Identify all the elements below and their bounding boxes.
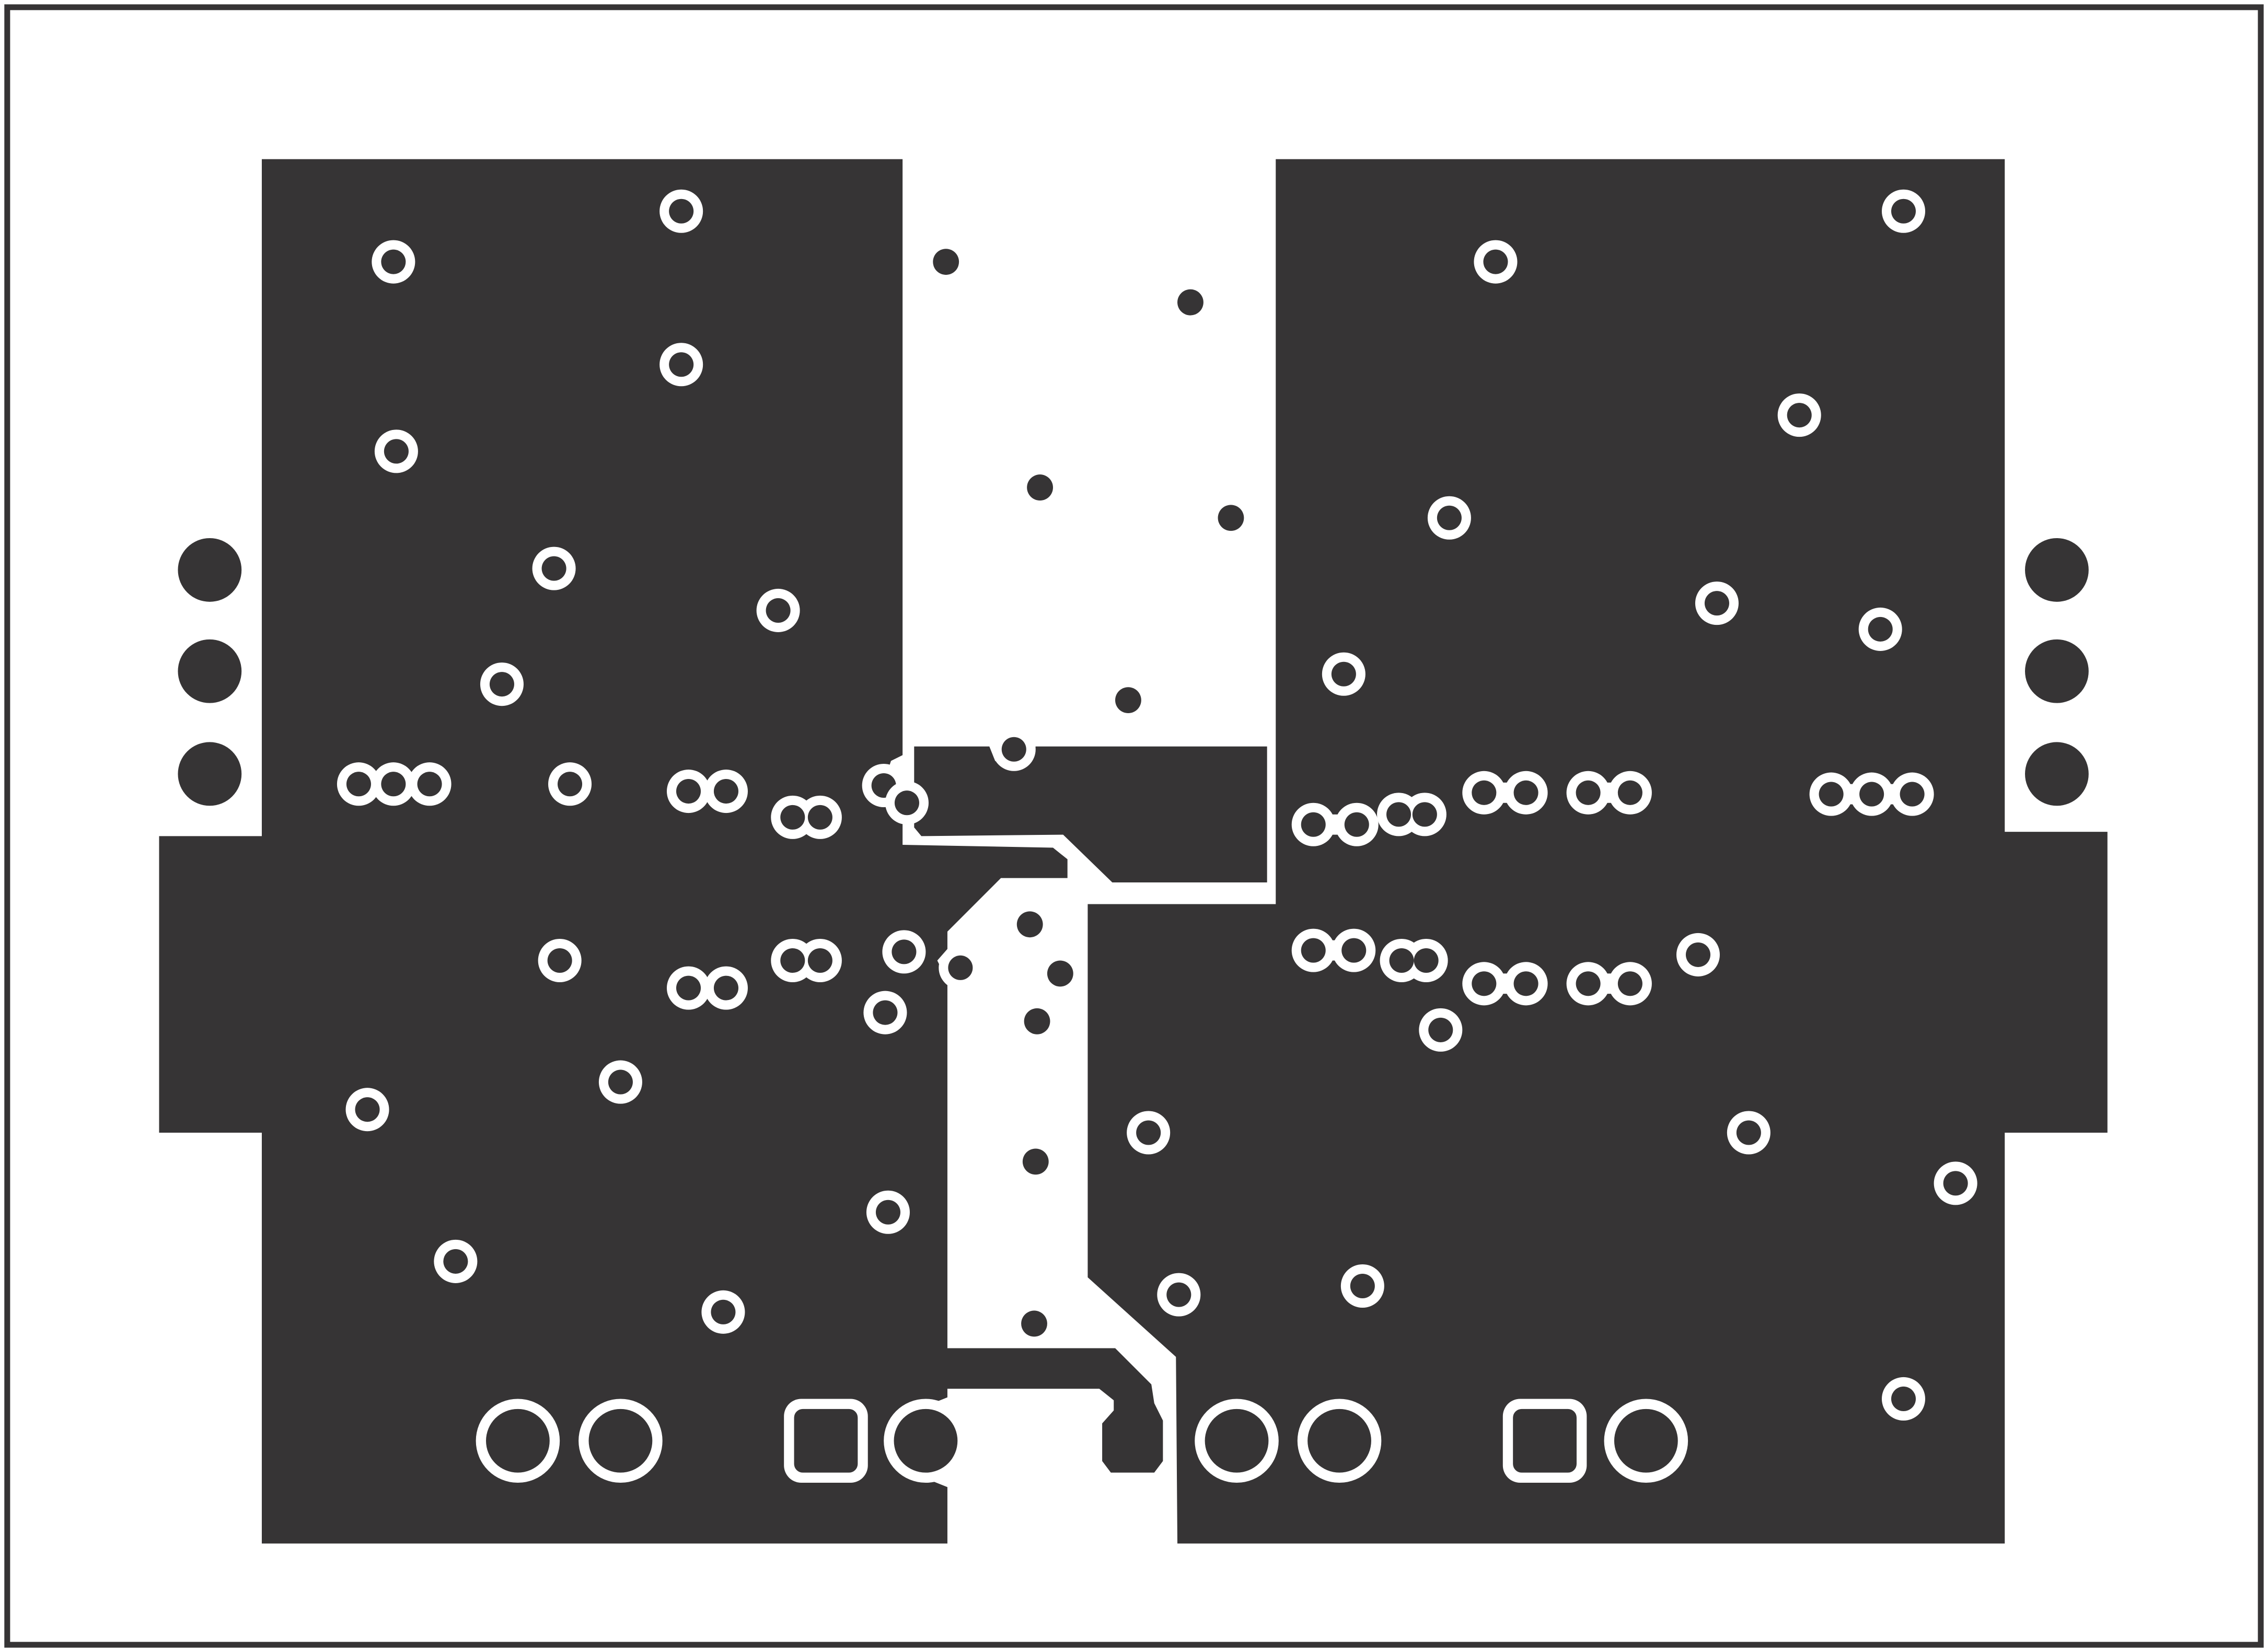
- via: [933, 249, 959, 275]
- thermal-via: [532, 546, 576, 590]
- mounting-hole: [2025, 538, 2089, 602]
- via-chain: [771, 938, 842, 983]
- via-chain: [1809, 772, 1934, 816]
- mounting-hole: [2025, 639, 2089, 703]
- thermal-via: [1157, 1273, 1201, 1317]
- thermal-via: [1474, 240, 1518, 284]
- square-pad: [784, 1399, 868, 1483]
- thermal-via: [1934, 1161, 1977, 1205]
- thermal-via: [598, 1060, 642, 1104]
- via: [1047, 960, 1073, 987]
- via-chain: [1566, 771, 1652, 815]
- via-chain: [1291, 802, 1379, 846]
- thermal-via: [659, 189, 703, 233]
- thermal-via: [1881, 189, 1926, 233]
- via: [1021, 1310, 1047, 1337]
- round-pad: [1604, 1399, 1688, 1483]
- thermal-via: [374, 429, 418, 473]
- through-hole-pads: [476, 1399, 1688, 1483]
- via: [1115, 687, 1141, 714]
- mounting-hole: [2025, 742, 2089, 806]
- thermal-via: [866, 1190, 910, 1234]
- via-chain: [771, 795, 842, 839]
- thermal-via: [1881, 1377, 1926, 1421]
- thermal-via: [659, 343, 703, 387]
- thermal-via: [756, 588, 800, 632]
- thermal-via: [863, 991, 907, 1034]
- via: [1022, 1148, 1049, 1175]
- plain-vias: [933, 249, 1244, 1337]
- via: [1027, 474, 1053, 501]
- thermal-via: [1427, 496, 1471, 540]
- left-copper-pour: [159, 159, 1163, 1544]
- thermal-via: [1340, 1264, 1384, 1308]
- via-chain: [1462, 771, 1548, 815]
- via-chain: [337, 762, 452, 806]
- center-trace: [914, 746, 1267, 882]
- thermal-via: [1322, 652, 1366, 696]
- via: [1218, 505, 1244, 531]
- thermal-via: [1676, 933, 1720, 976]
- via-chain: [666, 966, 748, 1010]
- mounting-holes: [178, 538, 2089, 806]
- round-pad: [476, 1399, 560, 1483]
- thermal-via: [548, 762, 592, 806]
- mounting-hole: [178, 639, 242, 703]
- via-chains: [337, 762, 1934, 1010]
- thermal-via: [701, 1290, 745, 1334]
- via-chain: [1291, 928, 1376, 972]
- thermal-via: [434, 1239, 478, 1283]
- square-pad: [1502, 1399, 1587, 1483]
- thermal-via: [345, 1088, 389, 1132]
- thermal-via: [1777, 393, 1821, 437]
- round-pad: [1195, 1399, 1279, 1483]
- right-copper-pour: [1087, 159, 2108, 1544]
- thermal-via: [885, 781, 929, 825]
- mounting-hole: [178, 538, 242, 602]
- mounting-hole: [178, 742, 242, 806]
- thermal-via: [1858, 607, 1902, 651]
- via-chain: [1566, 962, 1652, 1006]
- thermal-vias: [345, 189, 1977, 1421]
- via: [1177, 289, 1204, 316]
- thermal-via: [480, 662, 524, 706]
- via-chain: [1377, 793, 1447, 836]
- thermal-via: [1419, 1008, 1463, 1052]
- thermal-via: [1127, 1111, 1171, 1155]
- via: [1016, 911, 1043, 938]
- thermal-via: [1695, 581, 1739, 625]
- thermal-via: [992, 727, 1036, 771]
- thermal-via: [1727, 1111, 1771, 1155]
- via-chain: [666, 770, 748, 813]
- round-pad: [884, 1399, 968, 1483]
- via-chain: [1380, 938, 1448, 983]
- board-outline: [4, 4, 2264, 1648]
- via: [1024, 1008, 1050, 1034]
- round-pad: [1297, 1399, 1382, 1483]
- thermal-via: [538, 938, 582, 983]
- thermal-via: [939, 946, 982, 990]
- via-chain: [1462, 962, 1548, 1006]
- round-pad: [578, 1399, 663, 1483]
- thermal-via: [882, 930, 926, 974]
- thermal-via: [372, 240, 415, 284]
